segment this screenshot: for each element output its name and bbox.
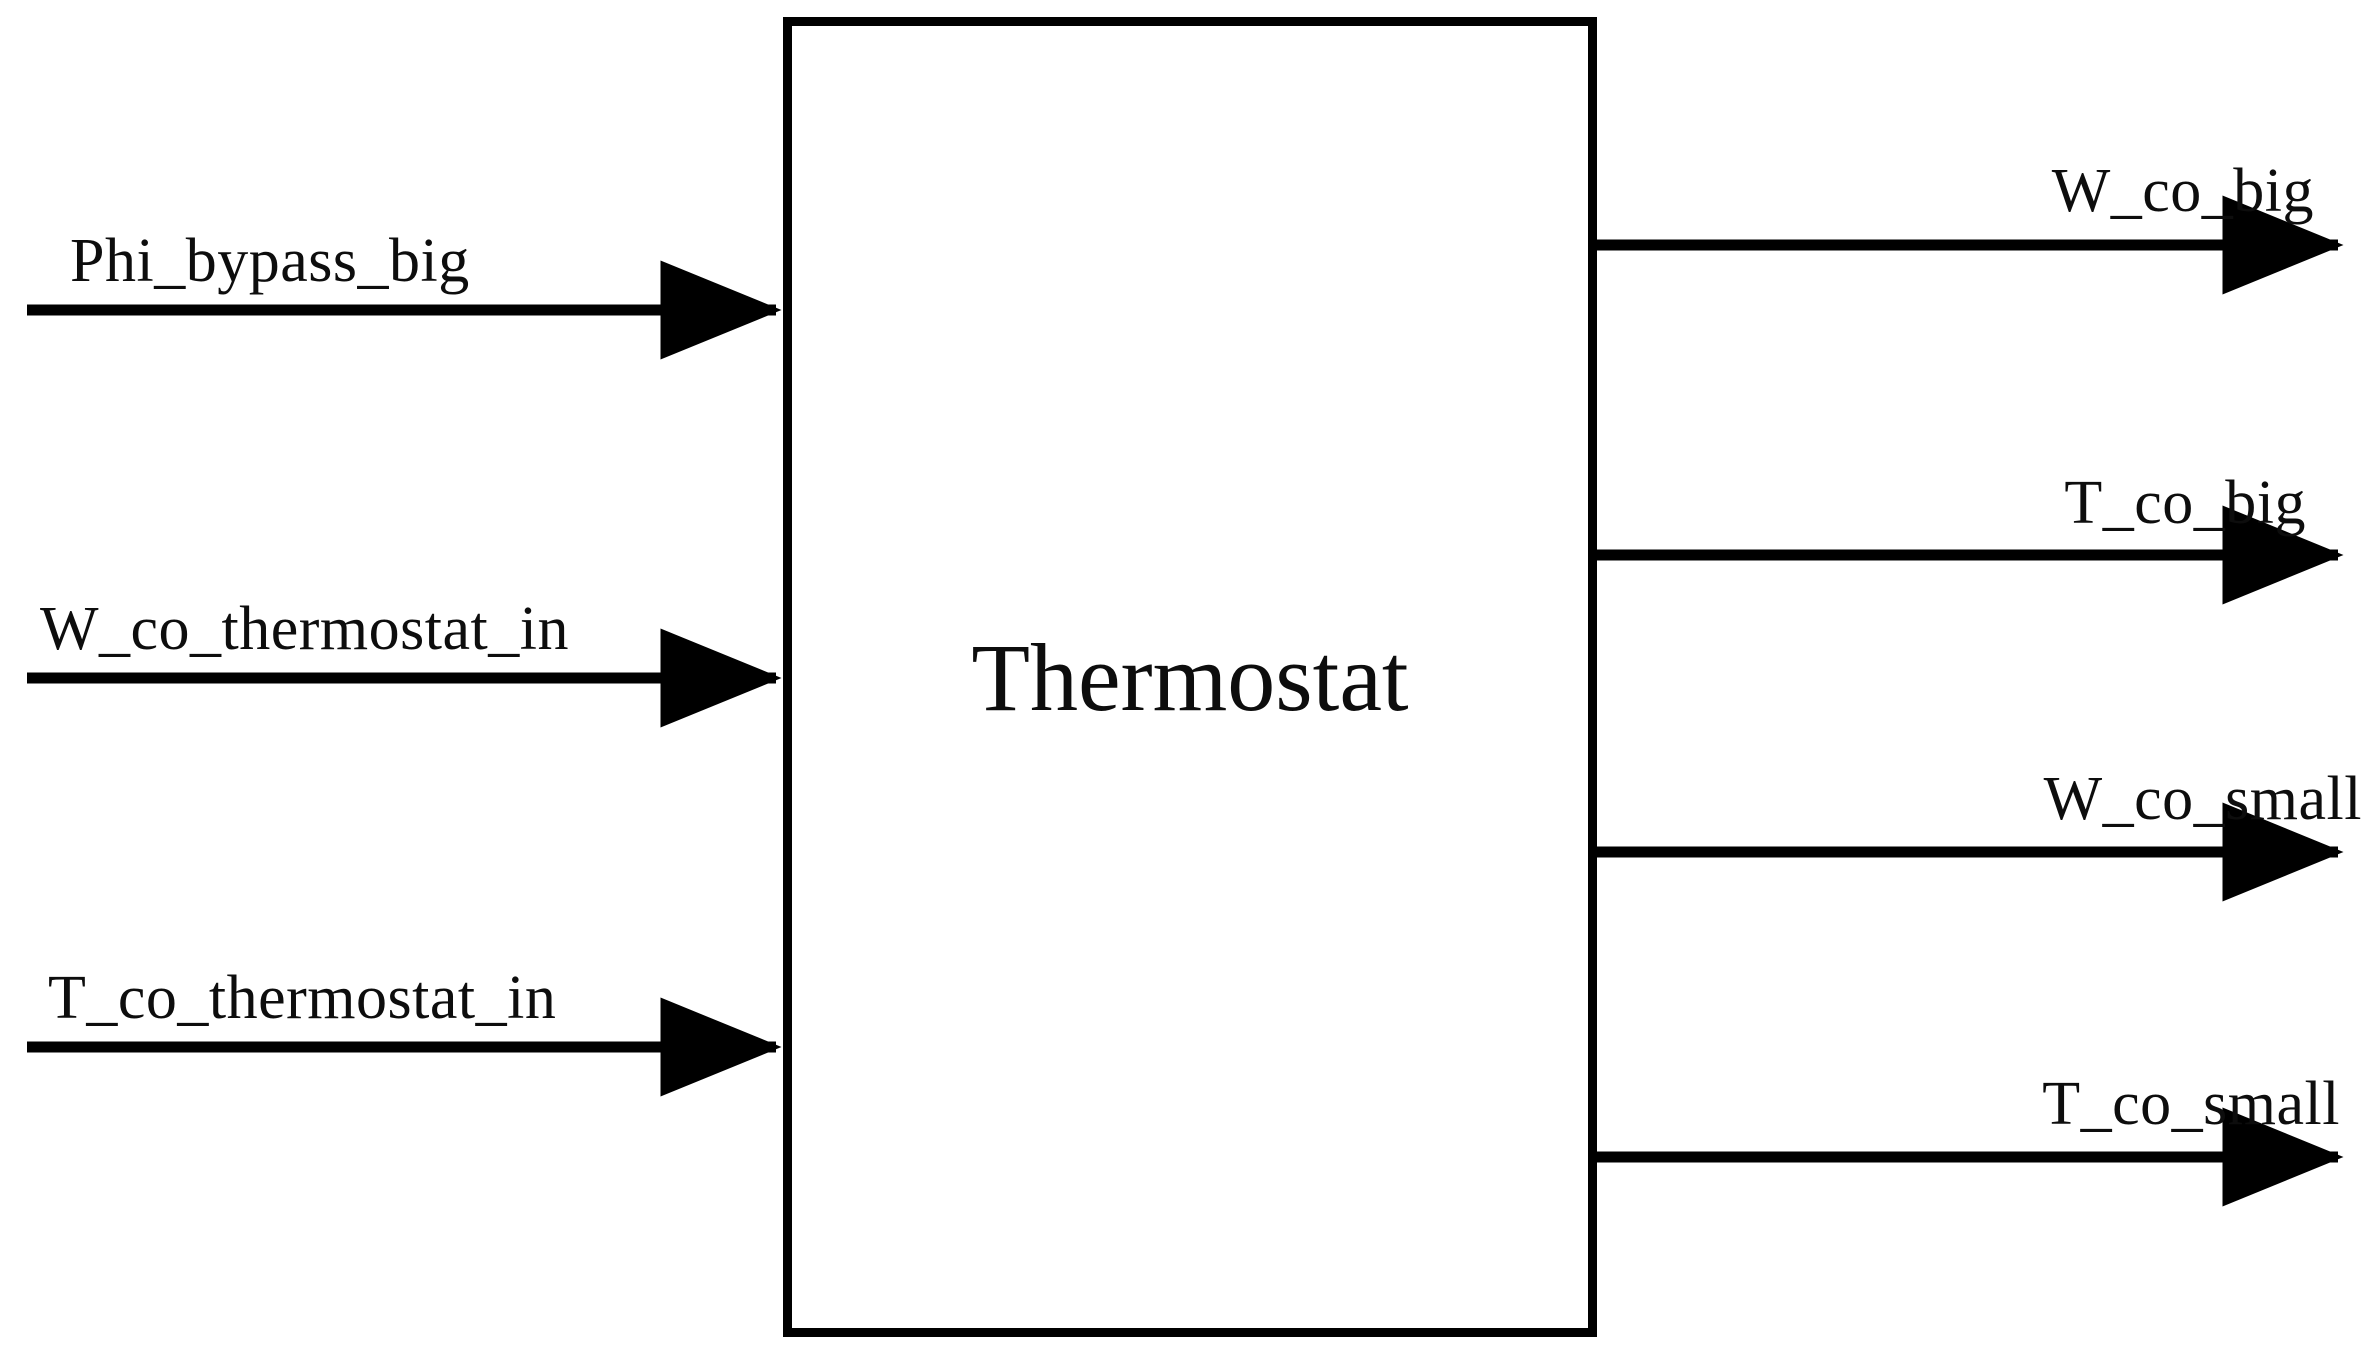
input-label-phi-bypass-big: Phi_bypass_big — [70, 227, 470, 295]
input-label-w-co-thermostat-in: W_co_thermostat_in — [40, 595, 569, 663]
output-label-t-co-small: T_co_small — [2042, 1070, 2340, 1138]
output-label-w-co-big: W_co_big — [2051, 157, 2314, 225]
input-label-t-co-thermostat-in: T_co_thermostat_in — [48, 964, 557, 1032]
block-title: Thermostat — [971, 624, 1409, 731]
thermostat-block — [783, 17, 1597, 1337]
output-label-t-co-big: T_co_big — [2064, 469, 2306, 537]
output-label-w-co-small: W_co_small — [2043, 765, 2362, 833]
